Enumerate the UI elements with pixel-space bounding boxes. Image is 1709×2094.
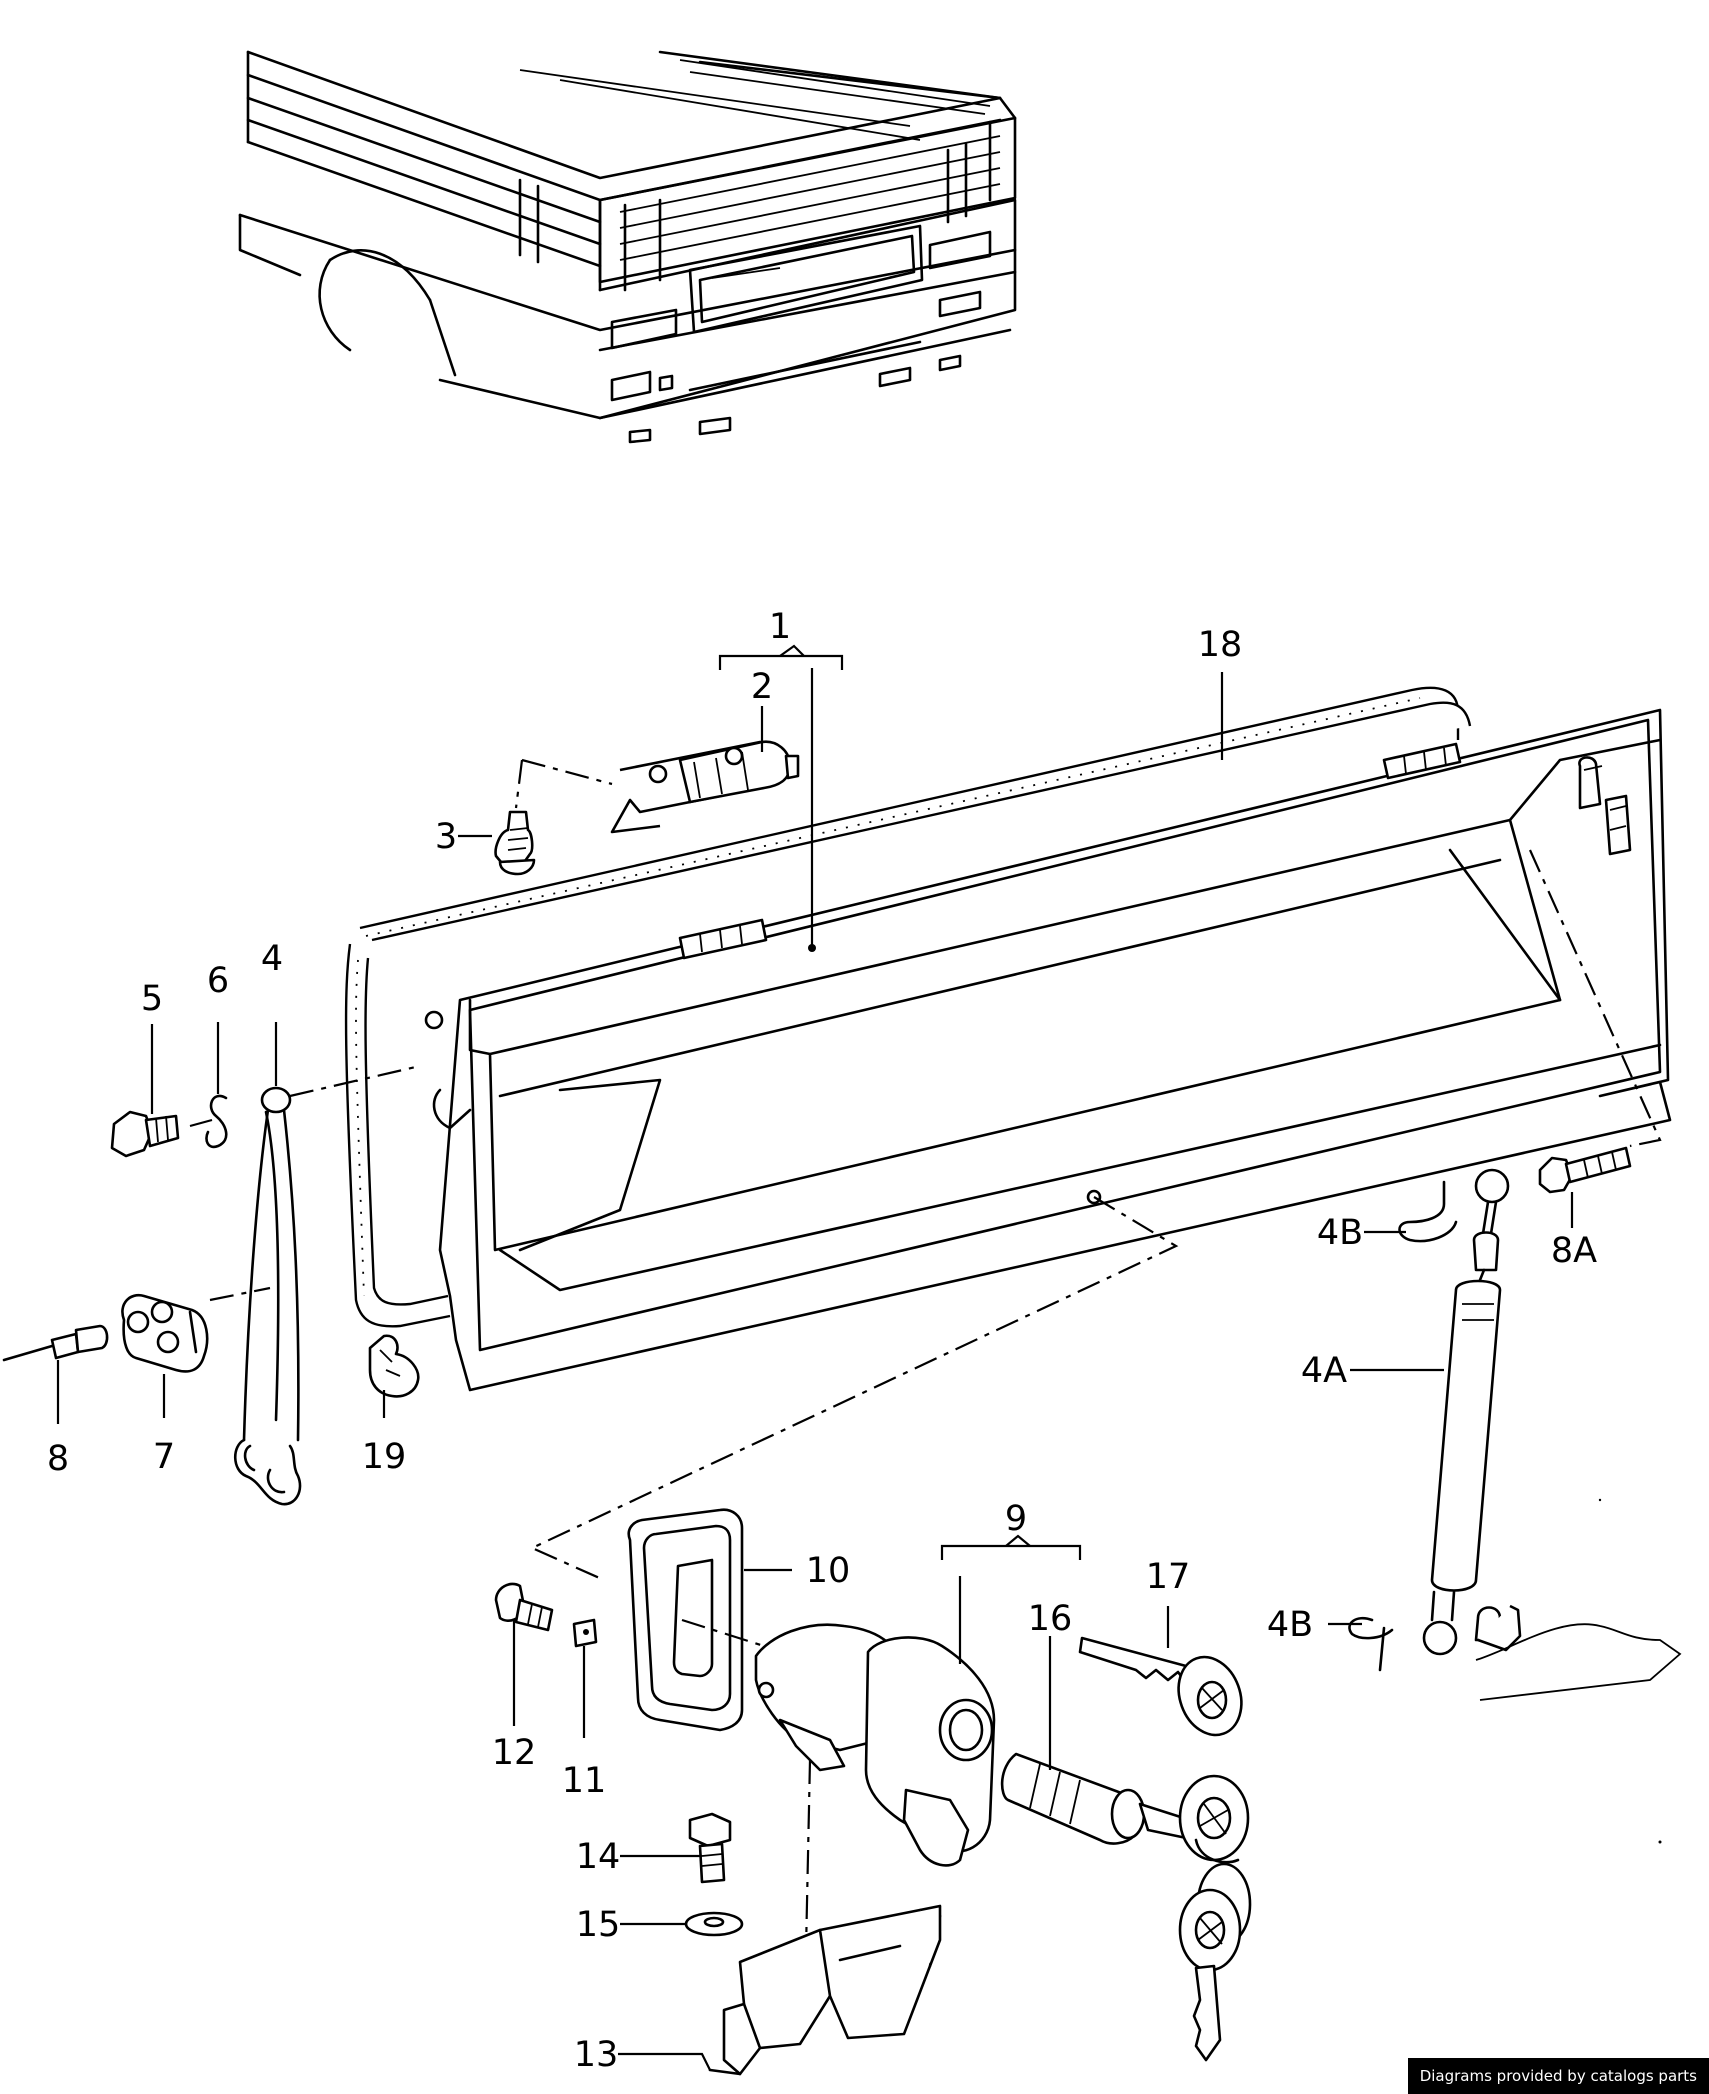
- credit-banner: Diagrams provided by catalogs parts: [1407, 2058, 1709, 2094]
- key-part-17: [1078, 1636, 1243, 1737]
- seal-stipple: [355, 697, 1421, 1297]
- bolt-part-8a: [1538, 1146, 1632, 1194]
- guide-block-part-7: [121, 1293, 209, 1373]
- label-part-6: 6: [207, 961, 229, 1001]
- gasket-part-10: [627, 1508, 744, 1732]
- label-part-7: 7: [153, 1437, 175, 1477]
- label-part-9: 9: [1005, 1499, 1027, 1539]
- bracket-part-13: [708, 1904, 942, 2076]
- label-part-5: 5: [141, 979, 163, 1019]
- check-strap-part-4: [233, 1086, 302, 1506]
- vehicle-rear-overview: [238, 50, 1017, 444]
- callout-labels: 1 2 3 18 5 6 4 4B 8A 4A 4B 8 7 19 9 10 1…: [47, 607, 1597, 2075]
- gas-strut-part-4a: [1422, 1168, 1522, 1656]
- lock-cylinder-part-16: [1000, 1752, 1146, 1845]
- label-part-4b-bottom: 4B: [1267, 1605, 1313, 1645]
- label-part-14: 14: [576, 1837, 621, 1877]
- label-part-16: 16: [1028, 1599, 1073, 1639]
- washer-part-11: [572, 1618, 598, 1648]
- s-clip-part-6: [205, 1094, 228, 1149]
- keys-part-9: [1138, 1774, 1252, 2062]
- bolt-part-14: [688, 1812, 732, 1884]
- buffer-part-19: [368, 1334, 420, 1398]
- label-part-8: 8: [47, 1439, 69, 1479]
- label-part-10: 10: [806, 1551, 851, 1591]
- tailgate-assembly: [344, 686, 1672, 1392]
- label-part-12: 12: [492, 1733, 537, 1773]
- label-part-8a: 8A: [1551, 1231, 1597, 1271]
- label-part-4b-top: 4B: [1317, 1213, 1363, 1253]
- screw-part-3: [494, 810, 536, 876]
- label-part-15: 15: [576, 1905, 621, 1945]
- leader-lines: [56, 668, 1574, 2071]
- bolt-part-5: [110, 1110, 180, 1158]
- lock-housing-part-9: [754, 1623, 996, 1867]
- label-part-2: 2: [751, 667, 773, 707]
- label-part-17: 17: [1146, 1557, 1191, 1597]
- label-part-19: 19: [362, 1437, 407, 1477]
- bolt-part-12: [494, 1582, 554, 1632]
- hinge-part-2: [610, 740, 800, 834]
- gate-hinge-right: [1382, 742, 1462, 780]
- label-part-4a: 4A: [1301, 1351, 1347, 1391]
- label-part-11: 11: [562, 1761, 607, 1801]
- clip-part-4b-top: [1398, 1180, 1458, 1243]
- label-part-18: 18: [1198, 625, 1243, 665]
- pin-part-8: [2, 1324, 109, 1362]
- label-part-4: 4: [261, 939, 283, 979]
- washer-part-15: [684, 1911, 744, 1937]
- clip-part-4b-bottom: [1348, 1616, 1394, 1672]
- label-part-13: 13: [574, 2035, 619, 2075]
- label-part-3: 3: [435, 817, 457, 857]
- label-part-1: 1: [769, 607, 791, 647]
